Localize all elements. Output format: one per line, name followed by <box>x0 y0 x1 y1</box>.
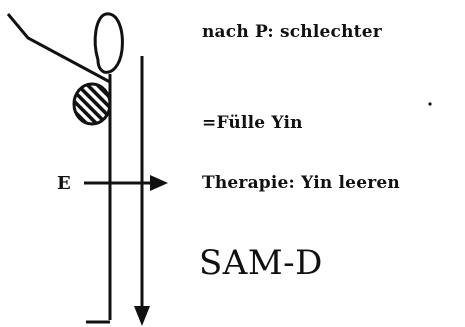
right-arrow-head <box>150 175 168 191</box>
diagonal-stroke <box>6 13 111 84</box>
head-oval <box>93 12 124 74</box>
down-arrow-head <box>134 306 150 326</box>
point-label-e: E <box>57 173 71 194</box>
note-line-3: Therapie: Yin leeren <box>202 173 400 193</box>
hatched-circle <box>72 82 112 126</box>
page-title: SAM-D <box>199 243 323 283</box>
note-line-2: =Fülle Yin <box>202 113 303 133</box>
note-line-1: nach P: schlechter <box>202 22 382 42</box>
ink-speck <box>428 102 432 106</box>
